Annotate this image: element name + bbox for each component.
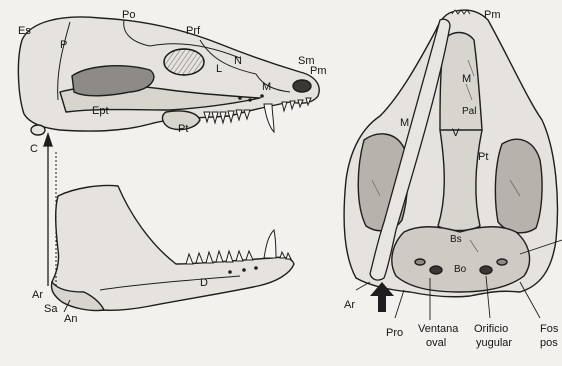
label-p: P xyxy=(60,40,67,51)
label-pal: Pal xyxy=(462,106,476,117)
lateral-skull xyxy=(18,17,319,135)
label-bs: Bs xyxy=(450,234,462,245)
label-pt-lateral: Pt xyxy=(178,124,188,135)
mandible xyxy=(51,185,294,310)
occipital-condyle xyxy=(31,125,45,135)
label-bo: Bo xyxy=(454,264,466,275)
lower-canine xyxy=(264,230,276,258)
articulation-arrows xyxy=(44,134,56,286)
label-pos: pos xyxy=(540,338,558,349)
label-pt-ventral: Pt xyxy=(478,152,488,163)
label-d: D xyxy=(200,278,208,289)
label-c: C xyxy=(30,144,38,155)
right-temporal-opening xyxy=(495,139,542,233)
label-m-lateral: M xyxy=(262,82,271,93)
label-ar-lateral: Ar xyxy=(32,290,43,301)
label-po: Po xyxy=(122,10,135,21)
nostril xyxy=(293,80,311,92)
palate xyxy=(440,33,482,147)
label-m-ventral-top: M xyxy=(462,74,471,85)
label-pm-ventral: Pm xyxy=(484,10,501,21)
label-ventana: Ventana xyxy=(418,324,458,335)
label-pro: Pro xyxy=(386,328,403,339)
label-prf: Prf xyxy=(186,26,200,37)
label-m-ventral-left: M xyxy=(400,118,409,129)
label-v: V xyxy=(452,128,459,139)
upper-canine xyxy=(264,104,274,132)
label-ept: Ept xyxy=(92,106,109,117)
label-pm-lateral: Pm xyxy=(310,66,327,77)
label-an: An xyxy=(64,314,77,325)
label-es: Es xyxy=(18,26,31,37)
label-sa: Sa xyxy=(44,304,57,315)
label-yugular: yugular xyxy=(476,338,512,349)
label-n: N xyxy=(234,56,242,67)
label-orificio: Orificio xyxy=(474,324,508,335)
label-l: L xyxy=(216,64,222,75)
label-ar-ventral: Ar xyxy=(344,300,355,311)
label-fos: Fos xyxy=(540,324,558,335)
label-oval: oval xyxy=(426,338,446,349)
